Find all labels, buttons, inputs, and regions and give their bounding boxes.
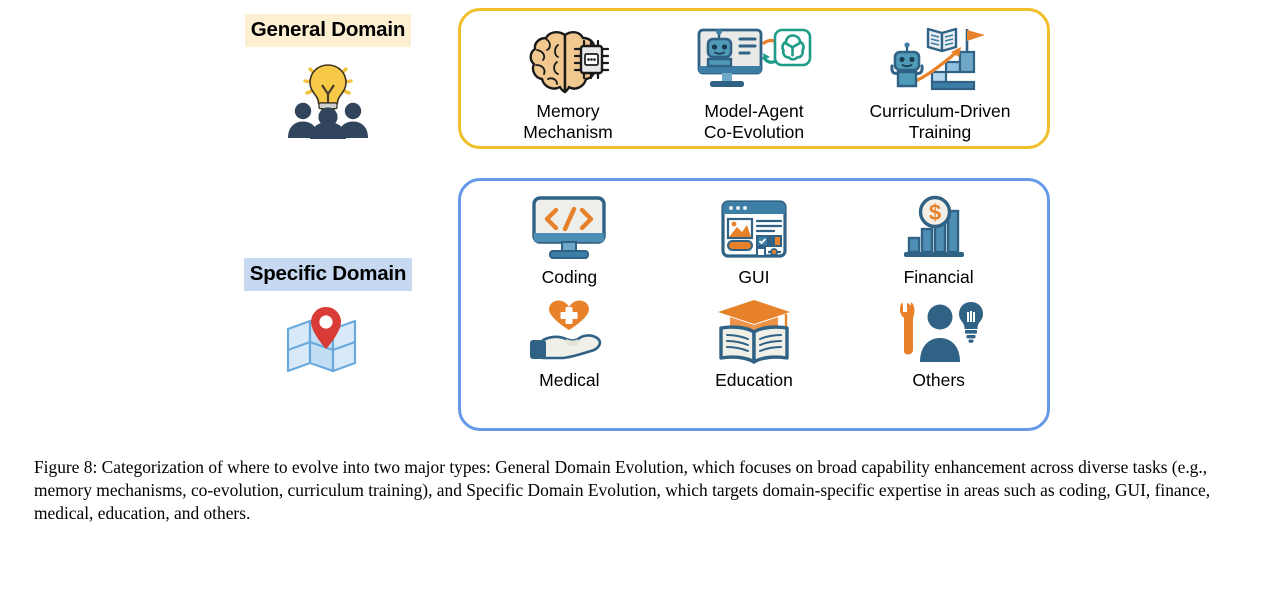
general-domain-label: General Domain: [244, 14, 412, 47]
specific-domain-label: Specific Domain: [243, 258, 413, 291]
item-gui: GUI: [666, 191, 842, 288]
item-label: Curriculum-Driven Training: [869, 101, 1011, 142]
item-label: GUI: [738, 267, 770, 287]
item-label: Others: [912, 370, 965, 390]
svg-text:$: $: [929, 200, 941, 225]
item-others: Others: [851, 294, 1027, 391]
item-label: Medical: [539, 370, 600, 390]
item-model-agent-co-evolution: Model-Agent Co-Evolution: [666, 25, 842, 143]
figure-graphic: General Domain: [228, 8, 1050, 431]
item-coding: Coding: [481, 191, 657, 288]
item-memory-mechanism: Memory Mechanism: [480, 25, 656, 143]
item-label: Education: [715, 370, 793, 390]
browser-window-icon: [720, 191, 788, 261]
general-items-row: Memory Mechanism: [461, 11, 1047, 143]
robot-monitor-openai-swirl-icon: [696, 25, 812, 95]
item-label: Financial: [903, 267, 974, 287]
specific-domain-side: Specific Domain: [228, 258, 428, 381]
item-education: Education: [666, 294, 842, 391]
wrench-person-bulb-icon: [895, 294, 983, 364]
specific-items-row-2: Medical: [461, 288, 1047, 391]
item-label: Coding: [541, 267, 598, 287]
general-domain-side: General Domain: [228, 14, 428, 139]
general-domain-box: Memory Mechanism: [458, 8, 1050, 149]
brain-chip-icon: [527, 25, 609, 95]
heart-cross-hand-icon: [527, 294, 611, 364]
item-label: Model-Agent Co-Evolution: [703, 101, 805, 142]
specific-items-row-1: Coding: [461, 181, 1047, 288]
figure-caption: Figure 8: Categorization of where to evo…: [34, 457, 1211, 524]
graduation-cap-book-icon: [716, 294, 792, 364]
dollar-coin-bar-chart-icon: $: [901, 191, 977, 261]
item-medical: Medical: [481, 294, 657, 391]
specific-domain-box: Coding: [458, 178, 1050, 431]
robot-stairs-book-flag-icon: [888, 25, 992, 95]
monitor-code-icon: [530, 191, 608, 261]
item-label: Memory Mechanism: [523, 101, 613, 142]
item-curriculum-driven-training: Curriculum-Driven Training: [852, 25, 1028, 143]
item-financial: $ Financial: [851, 191, 1027, 288]
lightbulb-people-icon: [228, 61, 428, 139]
map-pin-icon: [228, 305, 428, 381]
